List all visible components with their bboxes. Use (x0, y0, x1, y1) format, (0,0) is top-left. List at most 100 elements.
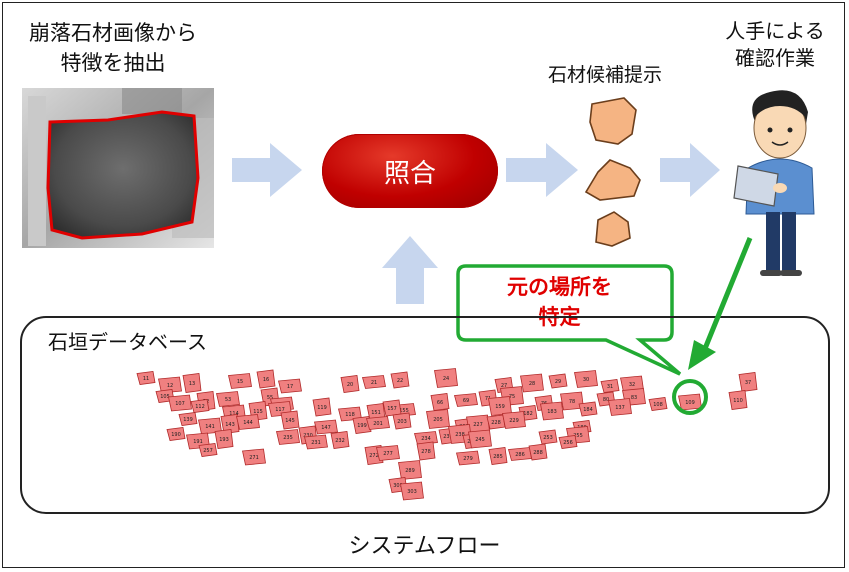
callout-line1: 元の場所を (507, 275, 612, 299)
stone-31: 31 (600, 379, 620, 393)
svg-text:117: 117 (275, 407, 285, 413)
svg-text:15: 15 (237, 379, 243, 385)
svg-text:145: 145 (285, 418, 295, 424)
svg-text:231: 231 (311, 440, 321, 446)
stone-110: 110 (728, 390, 748, 410)
svg-text:227: 227 (473, 422, 483, 428)
svg-text:75: 75 (509, 394, 515, 400)
svg-text:30: 30 (583, 377, 589, 383)
stone-245: 245 (468, 429, 492, 449)
candidate-stone-2 (584, 159, 641, 201)
database-panel (20, 316, 830, 514)
stone-289: 289 (398, 460, 422, 480)
svg-text:32: 32 (629, 382, 635, 388)
stone-193: 193 (214, 429, 234, 449)
svg-text:110: 110 (733, 398, 743, 404)
svg-text:55: 55 (267, 395, 273, 401)
svg-text:229: 229 (509, 418, 519, 424)
svg-text:184: 184 (583, 407, 593, 413)
svg-text:277: 277 (383, 451, 393, 457)
svg-text:286: 286 (515, 452, 525, 458)
svg-text:238: 238 (455, 432, 465, 438)
stone-303: 303 (400, 481, 424, 501)
stone-53: 53 (216, 391, 240, 407)
svg-text:78: 78 (569, 399, 575, 405)
svg-text:155: 155 (399, 408, 409, 414)
stone-184: 184 (578, 401, 598, 417)
svg-text:13: 13 (189, 381, 195, 387)
svg-text:141: 141 (205, 424, 215, 430)
stone-30: 30 (574, 370, 598, 388)
stone-108: 108 (648, 397, 668, 411)
green-arrow-line (699, 237, 753, 357)
stone-29: 29 (548, 373, 568, 389)
svg-text:288: 288 (533, 450, 543, 456)
svg-text:31: 31 (607, 384, 613, 390)
stone-288: 288 (528, 443, 548, 461)
svg-text:137: 137 (615, 405, 625, 411)
svg-text:157: 157 (387, 406, 397, 412)
svg-text:16: 16 (263, 377, 269, 383)
arrow-db-to-match (382, 236, 438, 304)
svg-text:112: 112 (195, 404, 205, 410)
svg-text:105: 105 (160, 394, 170, 400)
stone-13: 13 (182, 373, 202, 393)
stone-203: 203 (392, 412, 412, 430)
candidate-title: 石材候補提示 (547, 64, 662, 86)
stone-201: 201 (365, 416, 390, 430)
svg-text:182: 182 (523, 411, 533, 417)
svg-text:235: 235 (283, 435, 293, 441)
stone-147: 147 (313, 419, 338, 435)
svg-text:108: 108 (653, 402, 663, 408)
stone-232: 232 (330, 431, 350, 449)
svg-text:256: 256 (563, 440, 573, 446)
svg-text:11: 11 (143, 376, 149, 382)
svg-text:53: 53 (225, 397, 231, 403)
svg-text:28: 28 (529, 381, 535, 387)
svg-text:22: 22 (397, 378, 403, 384)
stone-20: 20 (340, 375, 360, 393)
extract-title-line2: 特徴を抽出 (60, 51, 166, 75)
arrow-match-to-candidates (506, 143, 578, 197)
green-arrow-head (688, 340, 716, 370)
match-process: 照合 (322, 134, 498, 208)
stone-37: 37 (738, 372, 758, 392)
svg-text:114: 114 (229, 411, 239, 417)
located-stone-circle (672, 379, 708, 415)
svg-text:253: 253 (543, 435, 553, 441)
stone-234: 234 (413, 431, 438, 445)
stone-139: 139 (178, 412, 198, 426)
fallen-stone-photo (22, 88, 214, 248)
svg-text:199: 199 (357, 423, 367, 429)
svg-text:12: 12 (167, 383, 173, 389)
svg-text:279: 279 (463, 456, 473, 462)
arrow-candidates-to-human (660, 143, 720, 197)
svg-text:115: 115 (253, 409, 263, 415)
svg-text:203: 203 (397, 419, 407, 425)
stone-137: 137 (608, 398, 632, 416)
match-label: 照合 (383, 158, 436, 189)
stone-257: 257 (198, 443, 218, 457)
svg-text:66: 66 (437, 400, 443, 406)
stone-271: 271 (242, 448, 266, 466)
stone-277: 277 (376, 445, 400, 461)
svg-text:71: 71 (485, 396, 491, 402)
stone-253: 253 (538, 429, 558, 445)
svg-text:69: 69 (463, 398, 469, 404)
svg-text:139: 139 (183, 417, 193, 423)
svg-text:303: 303 (407, 489, 417, 495)
svg-text:236: 236 (443, 434, 453, 440)
svg-text:20: 20 (347, 382, 353, 388)
svg-text:17: 17 (287, 384, 293, 390)
svg-text:272: 272 (369, 453, 379, 459)
stone-279: 279 (455, 450, 480, 466)
svg-text:245: 245 (475, 437, 485, 443)
stone-12: 12 (158, 376, 182, 394)
svg-text:257: 257 (203, 448, 213, 454)
stone-11: 11 (136, 371, 156, 385)
svg-text:21: 21 (371, 380, 377, 386)
